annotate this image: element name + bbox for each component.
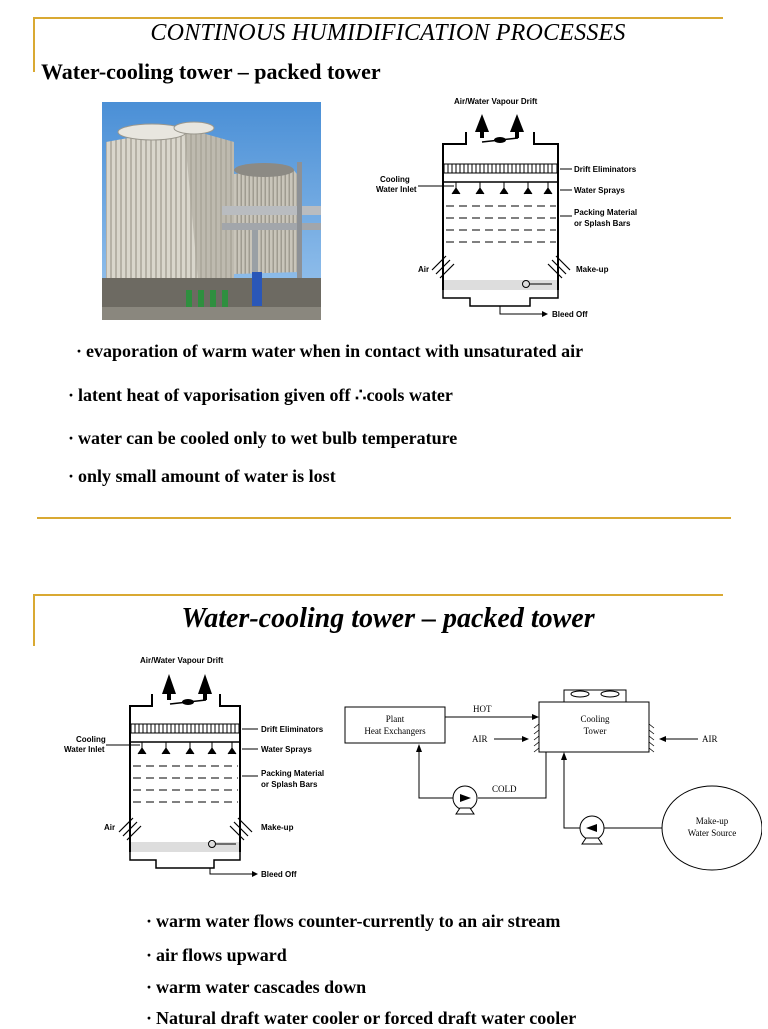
label2-bleed-off: Bleed Off [261, 870, 297, 879]
diagram2-top-label: Air/Water Vapour Drift [140, 656, 224, 665]
slide1-top-rule [33, 17, 723, 19]
label-air: Air [418, 265, 429, 274]
slide1-subtitle: Water-cooling tower – packed tower [41, 59, 381, 84]
flow-plant-1: Plant [386, 714, 405, 724]
flow-air-left: AIR [472, 734, 488, 744]
label-drift-eliminators: Drift Eliminators [574, 165, 637, 174]
flow-cold: COLD [492, 784, 517, 794]
label2-water-inlet: Water Inlet [64, 745, 105, 754]
slide2-bullet-3: ·warm water cascades down [146, 977, 367, 997]
label-packing-2: or Splash Bars [574, 219, 631, 228]
label-cooling: Cooling [380, 175, 410, 184]
label2-make-up: Make-up [261, 823, 294, 832]
slide2-bullet-4: ·Natural draft water cooler or forced dr… [146, 1008, 577, 1028]
flow-hot: HOT [473, 704, 492, 714]
slide1-bullet-4: ·only small amount of water is lost [68, 466, 336, 486]
process-flow-diagram: Plant Heat Exchangers HOT Cooling Tower … [342, 680, 763, 880]
label-packing-1: Packing Material [574, 208, 637, 217]
slide2-left-rule [33, 594, 35, 646]
label2-packing-1: Packing Material [261, 769, 324, 778]
flow-air-right: AIR [702, 734, 718, 744]
label-water-sprays: Water Sprays [574, 186, 625, 195]
tower-diagram-bottom: Air/Water Vapour Drift [62, 650, 342, 882]
label-water-inlet: Water Inlet [376, 185, 417, 194]
diagram-top-label: Air/Water Vapour Drift [454, 97, 538, 106]
flow-plant-2: Heat Exchangers [364, 726, 426, 736]
flow-tower-1: Cooling [580, 714, 610, 724]
slide1-left-rule [33, 17, 35, 72]
slide1-bullet-2: ·latent heat of vaporisation given off ∴… [68, 385, 453, 405]
label-bleed-off: Bleed Off [552, 310, 588, 319]
slide2-bullet-1: ·warm water flows counter-currently to a… [146, 911, 561, 931]
label2-drift-eliminators: Drift Eliminators [261, 725, 324, 734]
slide1-bullet-1: ·evaporation of warm water when in conta… [76, 341, 584, 361]
label2-packing-2: or Splash Bars [261, 780, 318, 789]
flow-makeup-2: Water Source [688, 828, 737, 838]
label2-air: Air [104, 823, 115, 832]
tower-diagram-top: Air/Water Vapour Drift [370, 94, 650, 326]
slide1-bottom-rule [37, 517, 731, 519]
slide2-title: Water-cooling tower – packed tower [181, 603, 595, 634]
label-make-up: Make-up [576, 265, 609, 274]
flow-makeup-1: Make-up [696, 816, 729, 826]
cooling-tower-photo [102, 102, 321, 320]
slide1-title: CONTINOUS HUMIDIFICATION PROCESSES [150, 20, 626, 46]
label2-water-sprays: Water Sprays [261, 745, 312, 754]
slide1-bullet-3: ·water can be cooled only to wet bulb te… [68, 428, 458, 448]
label2-cooling: Cooling [76, 735, 106, 744]
slide2-top-rule [33, 594, 723, 596]
flow-tower-2: Tower [584, 726, 607, 736]
slide2-bullet-2: ·air flows upward [146, 945, 287, 965]
